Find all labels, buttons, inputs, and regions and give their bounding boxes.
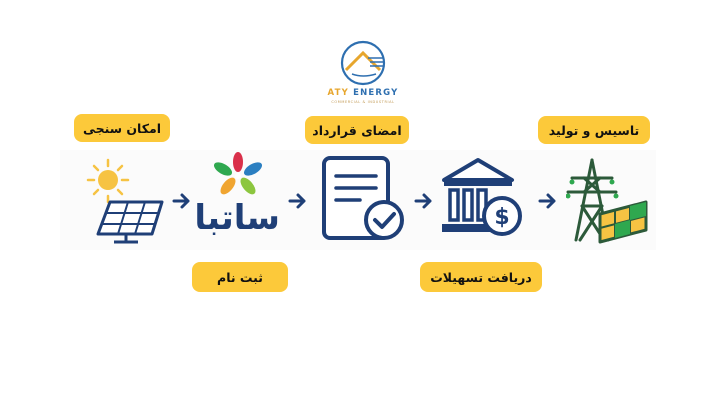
logo-aty: ATY [327,88,349,98]
svg-text:$: $ [494,205,509,230]
aty-energy-logo: ATY ENERGY COMMERCIAL & INDUSTRIAL [326,40,400,110]
satba-flower-logo [213,152,263,195]
logo-wordmark: ATY ENERGY [326,88,400,98]
bank-coin-icon: $ [442,158,522,236]
step-label-build: تاسیس و تولید [538,116,650,144]
arrow-right-icon [288,193,306,209]
contract-check-icon [322,156,404,240]
arrow-right-icon [414,193,432,209]
satba-wordmark: ساتبا [194,198,280,238]
sun-solar-panel-icon [86,158,164,244]
step-label-feasibility: امکان سنجی [74,114,170,142]
arrow-right-icon [538,193,556,209]
step-label-facilities: دریافت تسهیلات [420,262,542,292]
logo-tagline: COMMERCIAL & INDUSTRIAL [331,100,395,104]
arrow-right-icon [172,193,190,209]
logo-energy: ENERGY [353,88,399,98]
aty-globe-icon [340,40,386,86]
pylon-solar-icon [566,158,648,244]
step-label-registration: ثبت نام [192,262,288,292]
step-label-contract: امضای قرارداد [305,116,409,144]
